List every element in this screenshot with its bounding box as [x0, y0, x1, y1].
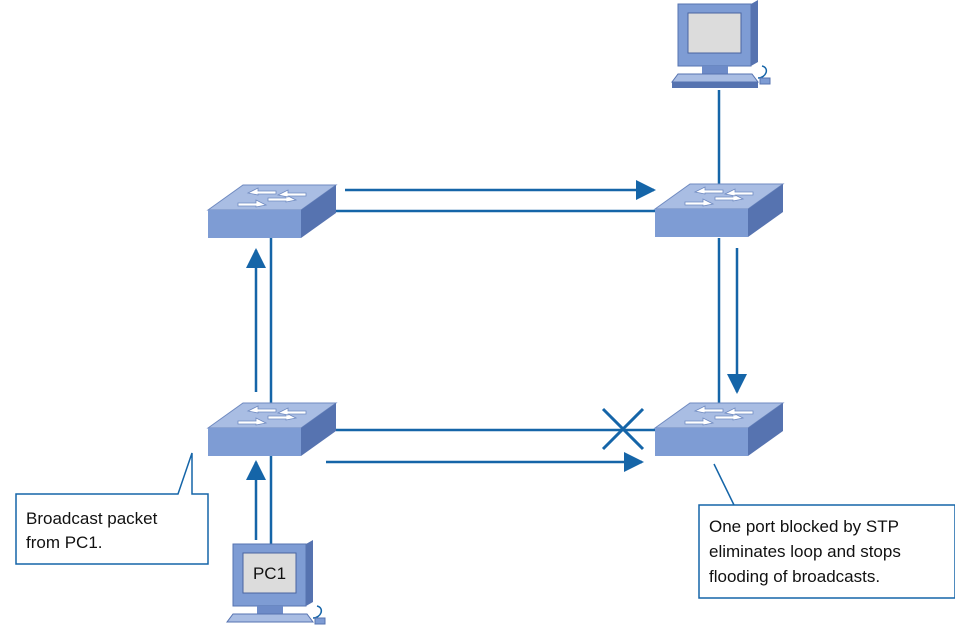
- switch-bottom-left: [206, 402, 338, 456]
- switch-side-face: [748, 184, 783, 237]
- callout-stp-line-1: One port blocked by STP: [709, 517, 899, 536]
- switch-side-face: [748, 403, 783, 456]
- switch-front-face: [208, 210, 301, 238]
- switch-front-face: [655, 428, 748, 456]
- switch-top-left: [206, 184, 338, 238]
- callout-broadcast: Broadcast packet from PC1.: [15, 452, 209, 565]
- monitor-side: [751, 0, 758, 66]
- monitor-side: [306, 540, 313, 606]
- callout-broadcast-line-1: Broadcast packet: [26, 509, 158, 528]
- pc1-label: PC1: [253, 564, 286, 583]
- monitor-stand: [702, 66, 728, 74]
- callout-stp-line-2: eliminates loop and stops: [709, 542, 901, 561]
- switch-side-face: [301, 403, 336, 456]
- monitor-screen: [687, 12, 742, 54]
- keyboard-front: [672, 82, 758, 88]
- links: [269, 90, 721, 555]
- mouse: [759, 77, 771, 85]
- switch-arrows-icon: [237, 187, 307, 208]
- callout-stp: One port blocked by STP eliminates loop …: [698, 463, 955, 599]
- mouse-cable: [757, 65, 768, 79]
- callout-stp-line-3: flooding of broadcasts.: [709, 567, 880, 586]
- callout-stp-box: [698, 463, 955, 599]
- switch-arrows-icon: [684, 405, 754, 426]
- mouse: [314, 617, 326, 625]
- switch-top-right: [653, 183, 785, 237]
- switch-arrows-icon: [237, 405, 307, 426]
- switch-bottom-right: [653, 402, 785, 456]
- pc-top-icon: [671, 0, 771, 88]
- mouse-cable: [312, 605, 323, 619]
- switch-front-face: [208, 428, 301, 456]
- switch-arrows-icon: [684, 186, 754, 207]
- switch-side-face: [301, 185, 336, 238]
- keyboard: [226, 613, 314, 623]
- blocked-port-x-icon: [601, 407, 645, 451]
- broadcast-arrows: [246, 180, 747, 540]
- monitor-stand: [257, 606, 283, 614]
- switch-front-face: [655, 209, 748, 237]
- pc1-icon: PC1: [226, 540, 326, 625]
- keyboard: [671, 73, 759, 83]
- monitor-screen: [242, 552, 297, 594]
- callout-broadcast-box: [15, 452, 209, 565]
- callout-broadcast-line-2: from PC1.: [26, 533, 103, 552]
